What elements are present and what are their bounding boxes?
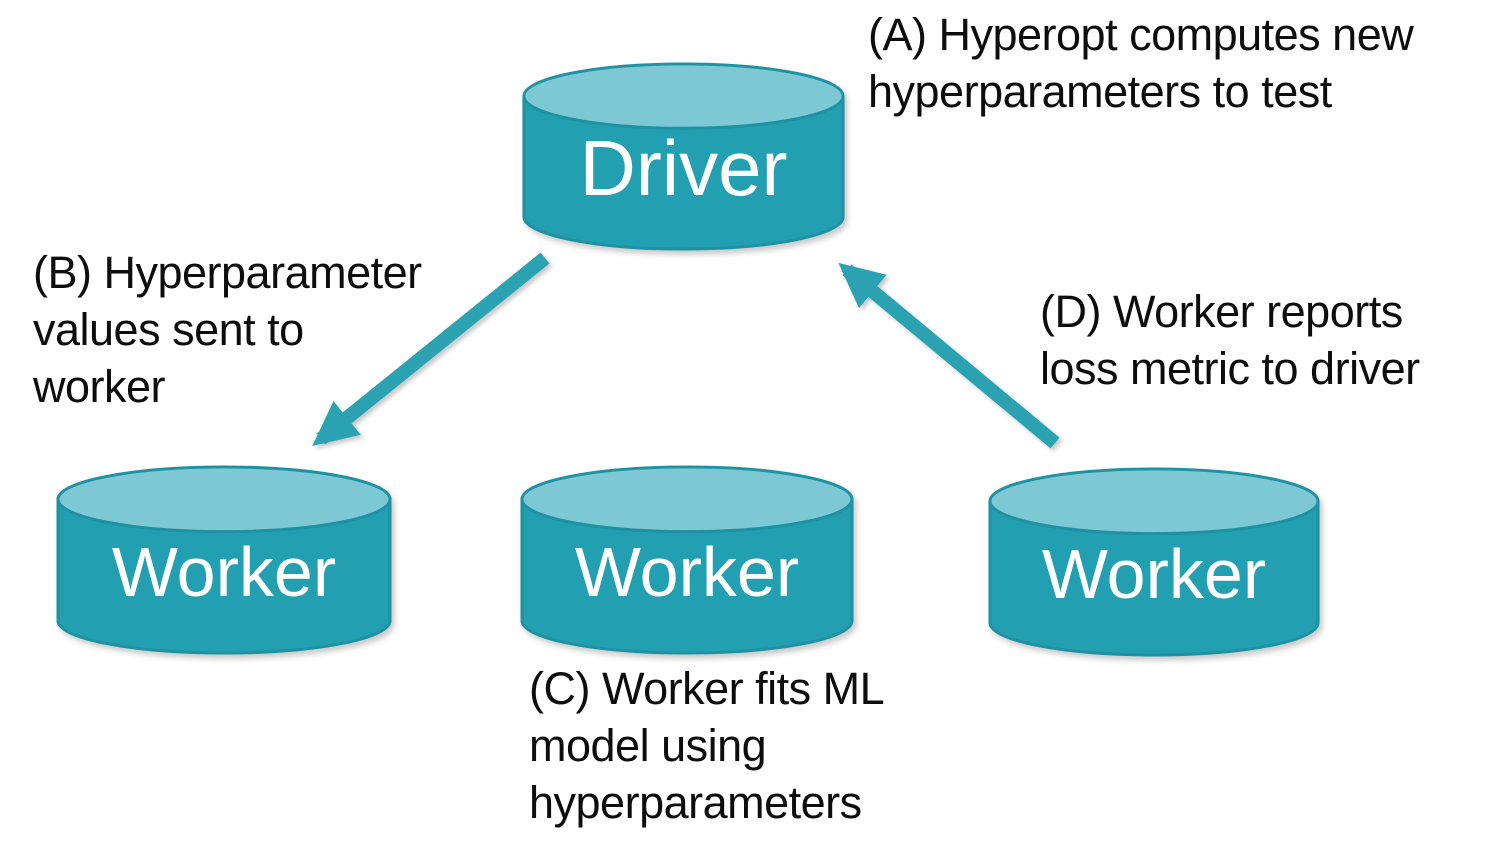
database-cylinder-icon <box>988 467 1320 657</box>
annotation-c: (C) Worker fits ML model using hyperpara… <box>529 660 885 831</box>
annotation-b-line1: (B) Hyperparameter <box>33 247 422 298</box>
database-cylinder-icon <box>522 62 845 251</box>
annotation-b-line3: worker <box>33 361 166 412</box>
worker1-node: Worker <box>55 464 393 656</box>
annotation-c-line2: model using <box>529 720 767 771</box>
annotation-a-line1: (A) Hyperopt computes new <box>868 9 1414 60</box>
annotation-a-line2: hyperparameters to test <box>868 66 1332 117</box>
worker2-node: Worker <box>519 464 855 656</box>
cylinder-top <box>520 465 854 534</box>
annotation-b: (B) Hyperparameter values sent to worker <box>33 244 422 415</box>
annotation-d-line1: (D) Worker reports <box>1040 286 1403 337</box>
annotation-c-line1: (C) Worker fits ML <box>529 663 885 714</box>
arrow-d-line <box>838 262 1060 449</box>
cylinder-top <box>56 465 392 534</box>
worker3-node: Worker <box>987 466 1321 658</box>
annotation-d: (D) Worker reports loss metric to driver <box>1040 283 1420 397</box>
database-cylinder-icon <box>56 465 392 655</box>
cylinder-top <box>522 62 845 130</box>
driver-node: Driver <box>521 61 846 252</box>
cylinder-top <box>988 467 1320 536</box>
database-cylinder-icon <box>520 465 854 655</box>
annotation-c-line3: hyperparameters <box>529 777 862 828</box>
arrow-d-worker3-to-driver <box>838 262 1060 449</box>
annotation-b-line2: values sent to <box>33 304 304 355</box>
annotation-d-line2: loss metric to driver <box>1040 343 1420 394</box>
annotation-a: (A) Hyperopt computes new hyperparameter… <box>868 6 1414 120</box>
